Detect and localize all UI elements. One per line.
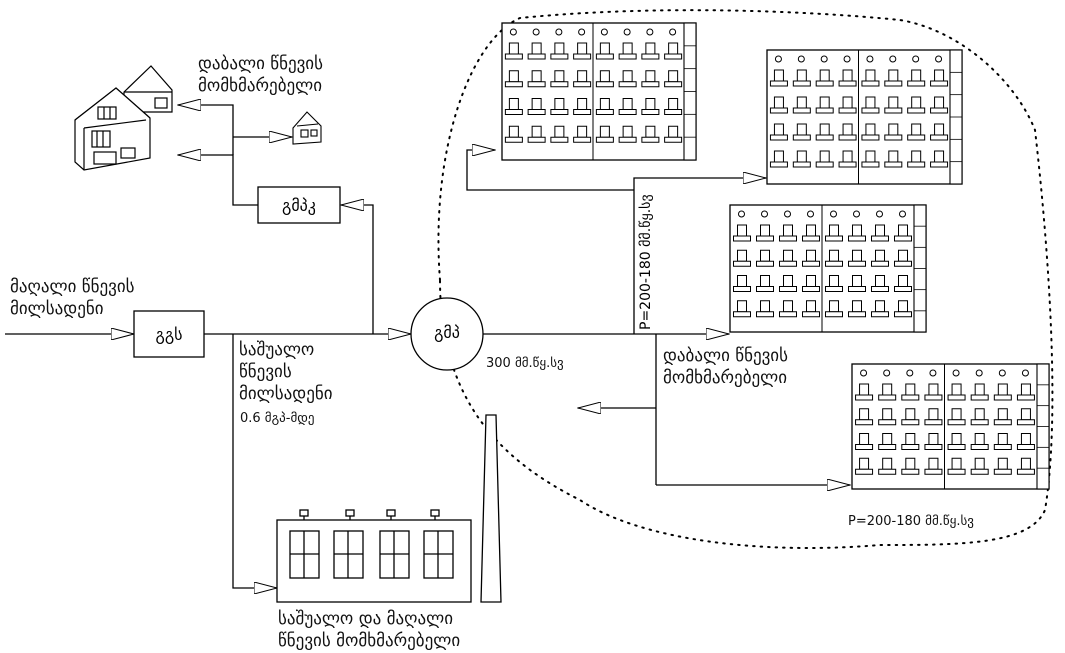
gmp-circle <box>410 297 484 371</box>
label-line: საშუალო და მაღალი <box>278 609 454 629</box>
pipe-network <box>5 105 850 588</box>
label-line: მომხმარებელი <box>663 368 788 388</box>
label-line: წნევის მომხმარებელი <box>278 631 461 651</box>
pressure-300-label: 300 მმ.წყ.სვ <box>486 356 564 371</box>
medium-pressure-pipeline-label: საშუალო წნევის მილსადენი <box>239 339 333 405</box>
label-line: მაღალი წნევის <box>10 277 135 297</box>
label-line: დაბალი წნევის <box>198 54 323 74</box>
gmpk-box <box>257 186 341 224</box>
label-line: წნევის <box>239 362 292 382</box>
label-line: მილსადენი <box>239 384 333 404</box>
gmp-label: გმპ <box>434 322 460 342</box>
low-pressure-consumer-label: დაბალი წნევის მომხმარებელი <box>198 53 323 97</box>
low-pressure-consumer-right-label: დაბალი წნევის მომხმარებელი <box>663 345 788 389</box>
apartment-building <box>501 22 697 161</box>
label-line: მომხმარებელი <box>198 76 323 96</box>
pressure-range-bottom-label: P=200-180 მმ.წყ.სვ <box>848 514 974 529</box>
house-icon <box>74 65 173 171</box>
apartment-building <box>729 204 927 333</box>
ggs-label: გგს <box>155 324 183 344</box>
pressure-range-vertical-label: P=200-180 მმ.წყ.სვ <box>638 194 654 330</box>
small-house-icon <box>292 111 322 145</box>
apartment-building <box>766 49 963 185</box>
factory-icon <box>276 414 502 603</box>
high-pressure-pipeline-label: მაღალი წნევის მილსადენი <box>10 276 135 320</box>
label-line: საშუალო <box>239 340 315 360</box>
ggs-box <box>133 310 205 358</box>
label-line: დაბალი წნევის <box>663 346 788 366</box>
apartment-building <box>851 363 1050 490</box>
industrial-consumer-label: საშუალო და მაღალი წნევის მომხმარებელი <box>278 608 460 652</box>
gmpk-label: გმპკ <box>282 195 316 215</box>
label-line: მილსადენი <box>10 299 104 319</box>
medium-pressure-limit: 0.6 მგპ-მდე <box>240 411 315 426</box>
